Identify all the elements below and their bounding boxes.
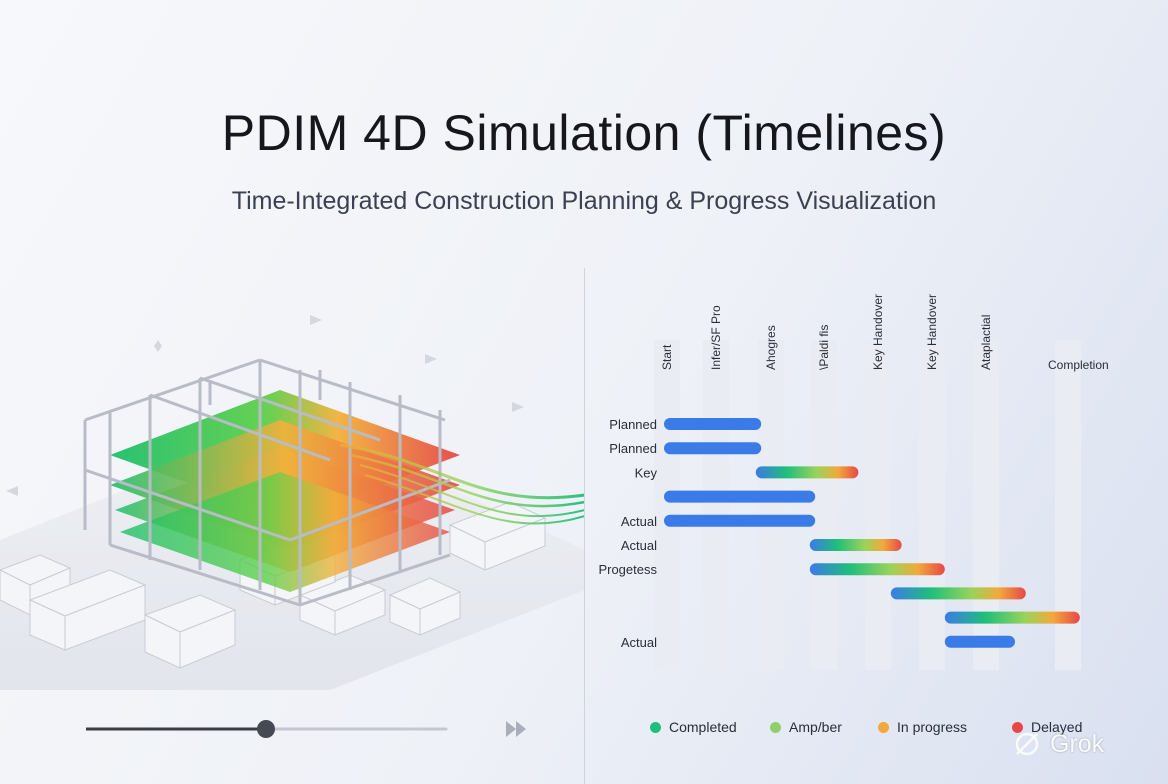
timeline-bar[interactable] [809, 539, 902, 551]
building-frame [83, 358, 451, 607]
legend-label-completed: Completed [669, 719, 737, 735]
milestone-label: Ahogres [764, 325, 778, 370]
legend-item-amber: Amp/ber [770, 719, 842, 735]
legend-dot-amber [770, 721, 781, 733]
timeline-column-5 [919, 340, 945, 670]
row-label: Actual [621, 514, 657, 529]
legend-label-amber: Amp/ber [789, 719, 842, 735]
row-label: Actual [621, 538, 657, 553]
grok-watermark: Grok [1012, 729, 1104, 759]
timeline-column-1 [703, 340, 729, 670]
milestone-label: \Paldi fis [817, 325, 831, 370]
timeline-bar[interactable] [664, 490, 816, 503]
data-stream [339, 443, 585, 525]
legend-dot-in-progress [878, 721, 889, 733]
watermark-brand: Grok [1050, 729, 1105, 758]
page-title: PDIM 4D Simulation (Timelines) [221, 105, 947, 161]
milestone-label: Infer/SF Pro [709, 305, 723, 370]
timeline-column-4 [865, 340, 891, 670]
grok-logo-icon [1015, 732, 1039, 756]
row-label: Progetess [598, 562, 657, 577]
milestone-label: Start [660, 344, 674, 370]
row-label: Actual [621, 635, 657, 650]
legend-label-in-progress: In progress [897, 719, 968, 735]
row-label: Key [635, 465, 658, 480]
legend-item-completed: Completed [650, 719, 737, 735]
direction-arrows [6, 315, 524, 496]
panel-divider [584, 268, 585, 784]
milestone-label: Completion [1048, 358, 1109, 372]
page-subtitle: Time-Integrated Construction Planning & … [231, 187, 937, 215]
row-label: Planned [609, 441, 657, 456]
building-model-view[interactable] [0, 270, 585, 690]
timeline-bar[interactable] [664, 418, 762, 430]
row-label: Planned [609, 417, 657, 432]
timeline-bar[interactable] [944, 635, 1015, 648]
legend-item-in-progress: In progress [878, 719, 967, 735]
timeline-gantt: Start Infer/SF Pro Ahogres \Paldi fis Key Ha… [598, 294, 1109, 670]
timeline-bar[interactable] [890, 587, 1026, 600]
fast-forward-icon[interactable] [506, 721, 526, 737]
legend-dot-delayed [1012, 721, 1023, 733]
milestone-label: Key Handover [925, 294, 939, 370]
timeline-bar[interactable] [664, 442, 762, 455]
status-legend: Completed Amp/ber In progress Delayed [650, 719, 1150, 741]
timeline-bar[interactable] [809, 563, 945, 576]
playback-controls [84, 716, 546, 742]
timeline-bar[interactable] [755, 466, 859, 479]
timeline-bar[interactable] [944, 611, 1080, 624]
milestone-label: Key Handover [871, 294, 885, 370]
timeline-slider-handle[interactable] [257, 720, 275, 738]
legend-label-delayed: Delayed [1031, 719, 1083, 735]
timeline-column-2 [758, 340, 784, 670]
legend-item-delayed: Delayed [1012, 719, 1082, 735]
timeline-bar[interactable] [664, 514, 816, 527]
timeline-column-3 [811, 340, 837, 670]
timeline-column-0 [654, 340, 680, 670]
milestone-label: Ataplactial [979, 315, 993, 370]
building-floors [110, 390, 460, 592]
legend-dot-completed [650, 721, 661, 733]
